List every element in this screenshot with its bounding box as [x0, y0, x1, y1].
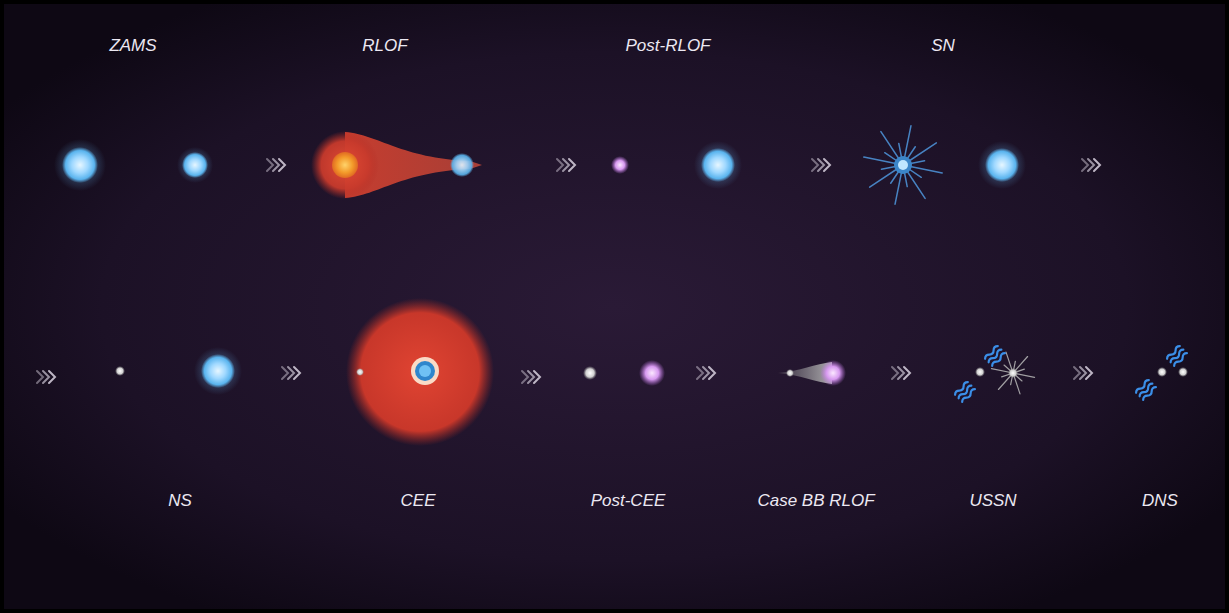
wave-symbol — [954, 381, 976, 403]
ultra-stripped-sn — [954, 345, 1035, 403]
chevron — [557, 159, 563, 171]
wave-stroke — [961, 388, 976, 403]
stage-label: ZAMS — [109, 36, 156, 56]
stage-label: DNS — [1142, 491, 1178, 511]
chevron — [37, 371, 43, 383]
chevron — [563, 159, 569, 171]
case-bb-pair — [778, 360, 846, 386]
stage-label: Post-RLOF — [625, 36, 710, 56]
chevron-group — [37, 159, 1100, 383]
chevron — [703, 367, 709, 379]
chevron — [43, 371, 49, 383]
chevron — [812, 159, 818, 171]
chevron — [818, 159, 824, 171]
rlof-pair — [311, 131, 482, 199]
chevron — [824, 159, 830, 171]
wave-stroke — [1173, 352, 1188, 367]
chevron — [534, 371, 540, 383]
chevron — [294, 367, 300, 379]
chevron — [1094, 159, 1100, 171]
chevron — [267, 159, 273, 171]
wave-stroke — [1142, 386, 1157, 401]
supernova-burst — [864, 126, 942, 204]
wave-symbol — [984, 345, 1006, 367]
chevron — [898, 367, 904, 379]
chevron — [522, 371, 528, 383]
wave-symbol — [1135, 379, 1157, 401]
gravitational-waves — [1135, 345, 1188, 401]
chevron — [288, 367, 294, 379]
stage-label: CEE — [401, 491, 436, 511]
post-rlof-pair — [611, 141, 742, 189]
chevron — [904, 367, 910, 379]
stage-label: RLOF — [362, 36, 407, 56]
ussn-burst — [991, 352, 1034, 394]
stage-label: NS — [168, 491, 192, 511]
chevron — [709, 367, 715, 379]
background — [4, 4, 1225, 609]
chevron — [528, 371, 534, 383]
chevron — [1082, 159, 1088, 171]
chevron — [273, 159, 279, 171]
chevron — [49, 371, 55, 383]
stage-label: SN — [931, 36, 955, 56]
zams-pair — [54, 139, 213, 191]
chevron — [892, 367, 898, 379]
ns-pair — [115, 347, 242, 395]
post-cee-pair — [583, 360, 665, 386]
stage-label: USSN — [969, 491, 1016, 511]
stage-label: Post-CEE — [591, 491, 666, 511]
wave-symbol — [1166, 345, 1188, 367]
gravitational-waves — [954, 345, 1006, 403]
chevron — [569, 159, 575, 171]
chevron — [279, 159, 285, 171]
chevron — [1086, 367, 1092, 379]
chevron — [1080, 367, 1086, 379]
chevron — [282, 367, 288, 379]
chevron — [697, 367, 703, 379]
stage-label: Case BB RLOF — [757, 491, 874, 511]
chevron — [1088, 159, 1094, 171]
supernova-pair — [864, 126, 1026, 204]
double-neutron-star — [1135, 345, 1188, 401]
chevron — [1074, 367, 1080, 379]
common-envelope — [346, 298, 494, 446]
wave-stroke — [991, 352, 1006, 367]
